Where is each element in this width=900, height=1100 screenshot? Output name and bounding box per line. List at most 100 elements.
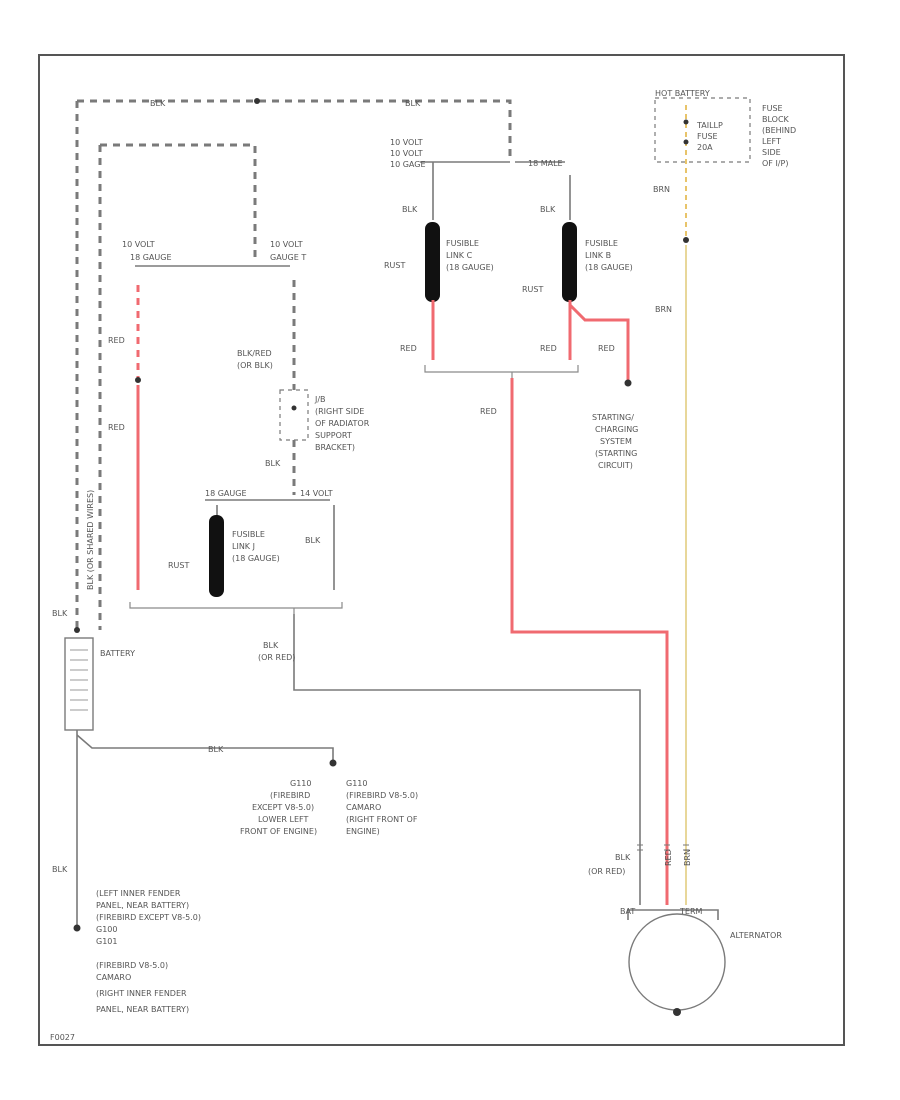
label-splice-3: OF RADIATOR bbox=[315, 419, 370, 428]
bracket-right bbox=[424, 365, 579, 378]
label-blk-j: BLK bbox=[305, 536, 321, 545]
fusible-link-j bbox=[209, 515, 224, 597]
label-fl-j-2: LINK J bbox=[232, 542, 255, 551]
label-corner-id: F0027 bbox=[50, 1033, 75, 1042]
label-fl-j-1: FUSIBLE bbox=[232, 530, 265, 539]
label-blk-red-2: (OR BLK) bbox=[237, 361, 273, 370]
label-g-left-3: EXCEPT V8-5.0) bbox=[252, 803, 314, 812]
ground-branch-wire bbox=[76, 734, 334, 760]
label-g-bottom-8: (RIGHT INNER FENDER bbox=[96, 989, 187, 998]
label-fuse-name-2: FUSE bbox=[697, 132, 718, 141]
label-blk-or-red-mid-2: (OR RED) bbox=[258, 653, 295, 662]
label-fuse-block-1: FUSE bbox=[762, 104, 783, 113]
ground-dot-right bbox=[329, 759, 337, 767]
label-top-connector-2: 10 VOLT bbox=[390, 149, 423, 158]
label-vertical: BLK (OR SHARED WIRES) bbox=[86, 490, 95, 590]
alternator-terminal-bracket bbox=[627, 909, 719, 920]
blk-top-wire bbox=[77, 99, 512, 158]
label-red-c: RED bbox=[400, 344, 417, 353]
red-left-dot bbox=[135, 377, 141, 383]
label-splice-2: (RIGHT SIDE bbox=[315, 407, 364, 416]
label-starting-5: CIRCUIT) bbox=[598, 461, 633, 470]
label-g-bottom-5: G101 bbox=[96, 937, 117, 946]
label-blk-or-red-mid-1: BLK bbox=[263, 641, 279, 650]
label-fuse-block-4: LEFT bbox=[762, 137, 781, 146]
label-red-b: RED bbox=[540, 344, 557, 353]
wire-marks bbox=[637, 844, 689, 851]
label-fuse-block-2: BLOCK bbox=[762, 115, 790, 124]
fusible-link-b bbox=[562, 222, 577, 302]
fuse-dot-bottom bbox=[683, 139, 689, 145]
alternator-ground-dot bbox=[673, 1008, 681, 1016]
brn-splice-dot bbox=[683, 237, 689, 243]
label-fuse-block-5: SIDE bbox=[762, 148, 781, 157]
label-red-main: RED bbox=[480, 407, 497, 416]
label-blk-fl-c: BLK bbox=[402, 205, 418, 214]
battery-positive-dot bbox=[74, 627, 80, 633]
label-blk-battery: BLK bbox=[52, 609, 68, 618]
label-splice-1: J/B bbox=[314, 395, 326, 404]
fuse-dot-top bbox=[683, 119, 689, 125]
junction-box-outline bbox=[279, 389, 309, 441]
label-blk-top-left: BLK bbox=[150, 99, 166, 108]
label-fuse-name-3: 20A bbox=[697, 143, 713, 152]
label-brn-lower: BRN bbox=[655, 305, 672, 314]
label-wire-10-3-right-b: GAUGE T bbox=[270, 253, 306, 262]
label-alt-term: TERM bbox=[679, 907, 703, 916]
starting-circuit-dot bbox=[624, 379, 632, 387]
label-fuse-name-1: TAILLP bbox=[696, 121, 723, 130]
label-g-left-2: (FIREBIRD bbox=[270, 791, 310, 800]
label-fl-b-1: FUSIBLE bbox=[585, 239, 618, 248]
label-g-right-2: (FIREBIRD V8-5.0) bbox=[346, 791, 418, 800]
label-gauge-right: 14 VOLT bbox=[300, 489, 333, 498]
label-rust-c: RUST bbox=[384, 261, 405, 270]
label-wire-10-3-left: 10 VOLT bbox=[122, 240, 155, 249]
label-g-bottom-7: CAMARO bbox=[96, 973, 131, 982]
label-fl-b-2: LINK B bbox=[585, 251, 611, 260]
label-g-left-1: G110 bbox=[290, 779, 311, 788]
label-blk-ground: BLK bbox=[208, 745, 224, 754]
label-g-bottom-1: (LEFT INNER FENDER bbox=[96, 889, 181, 898]
label-fl-c-1: FUSIBLE bbox=[446, 239, 479, 248]
label-top-connector-3: 10 GAGE bbox=[390, 160, 426, 169]
label-splice-4: SUPPORT bbox=[315, 431, 352, 440]
label-brn-upper: BRN bbox=[653, 185, 670, 194]
label-splice-5: BRACKET) bbox=[315, 443, 355, 452]
label-red-left-upper: RED bbox=[108, 336, 125, 345]
label-blk-fl-b: BLK bbox=[540, 205, 556, 214]
label-g-bottom-6: (FIREBIRD V8-5.0) bbox=[96, 961, 168, 970]
label-top-connector-1: 10 VOLT bbox=[390, 138, 423, 147]
label-fuse-block-3: (BEHIND bbox=[762, 126, 796, 135]
diagram-frame bbox=[38, 54, 845, 1046]
label-blk-alt-2: (OR RED) bbox=[588, 867, 625, 876]
battery-symbol bbox=[64, 637, 94, 731]
label-fl-c-2: LINK C bbox=[446, 251, 473, 260]
bracket-left bbox=[129, 602, 343, 614]
label-wire-10-3-left-b: 18 GAUGE bbox=[130, 253, 172, 262]
label-blk-lower-left: BLK bbox=[52, 865, 68, 874]
label-fuse-block-6: OF I/P) bbox=[762, 159, 788, 168]
label-alt-term-2: BRN bbox=[683, 849, 692, 866]
label-blk-red-1: BLK/RED bbox=[237, 349, 272, 358]
label-wire-10-3-right: 10 VOLT bbox=[270, 240, 303, 249]
fuse-block-outline bbox=[654, 97, 751, 163]
label-g-bottom-4: G100 bbox=[96, 925, 117, 934]
label-alt-bat: BAT bbox=[620, 907, 635, 916]
label-starting-4: (STARTING bbox=[595, 449, 637, 458]
red-branch-wire bbox=[568, 303, 630, 380]
label-red-branch: RED bbox=[598, 344, 615, 353]
label-battery: BATTERY bbox=[100, 649, 135, 658]
battery-cells bbox=[70, 649, 88, 711]
label-blk-top-right: BLK bbox=[405, 99, 421, 108]
splice-dot bbox=[254, 98, 260, 104]
label-g-left-4: LOWER LEFT bbox=[258, 815, 309, 824]
label-gauge-left: 18 GAUGE bbox=[205, 489, 247, 498]
blk-to-alternator-wire bbox=[293, 614, 641, 905]
label-starting-2: CHARGING bbox=[595, 425, 638, 434]
label-red-left-lower: RED bbox=[108, 423, 125, 432]
ground-dot-bottom bbox=[73, 924, 81, 932]
alternator-symbol bbox=[628, 913, 726, 1011]
label-g-right-4: (RIGHT FRONT OF bbox=[346, 815, 418, 824]
junction-dot bbox=[291, 405, 297, 411]
